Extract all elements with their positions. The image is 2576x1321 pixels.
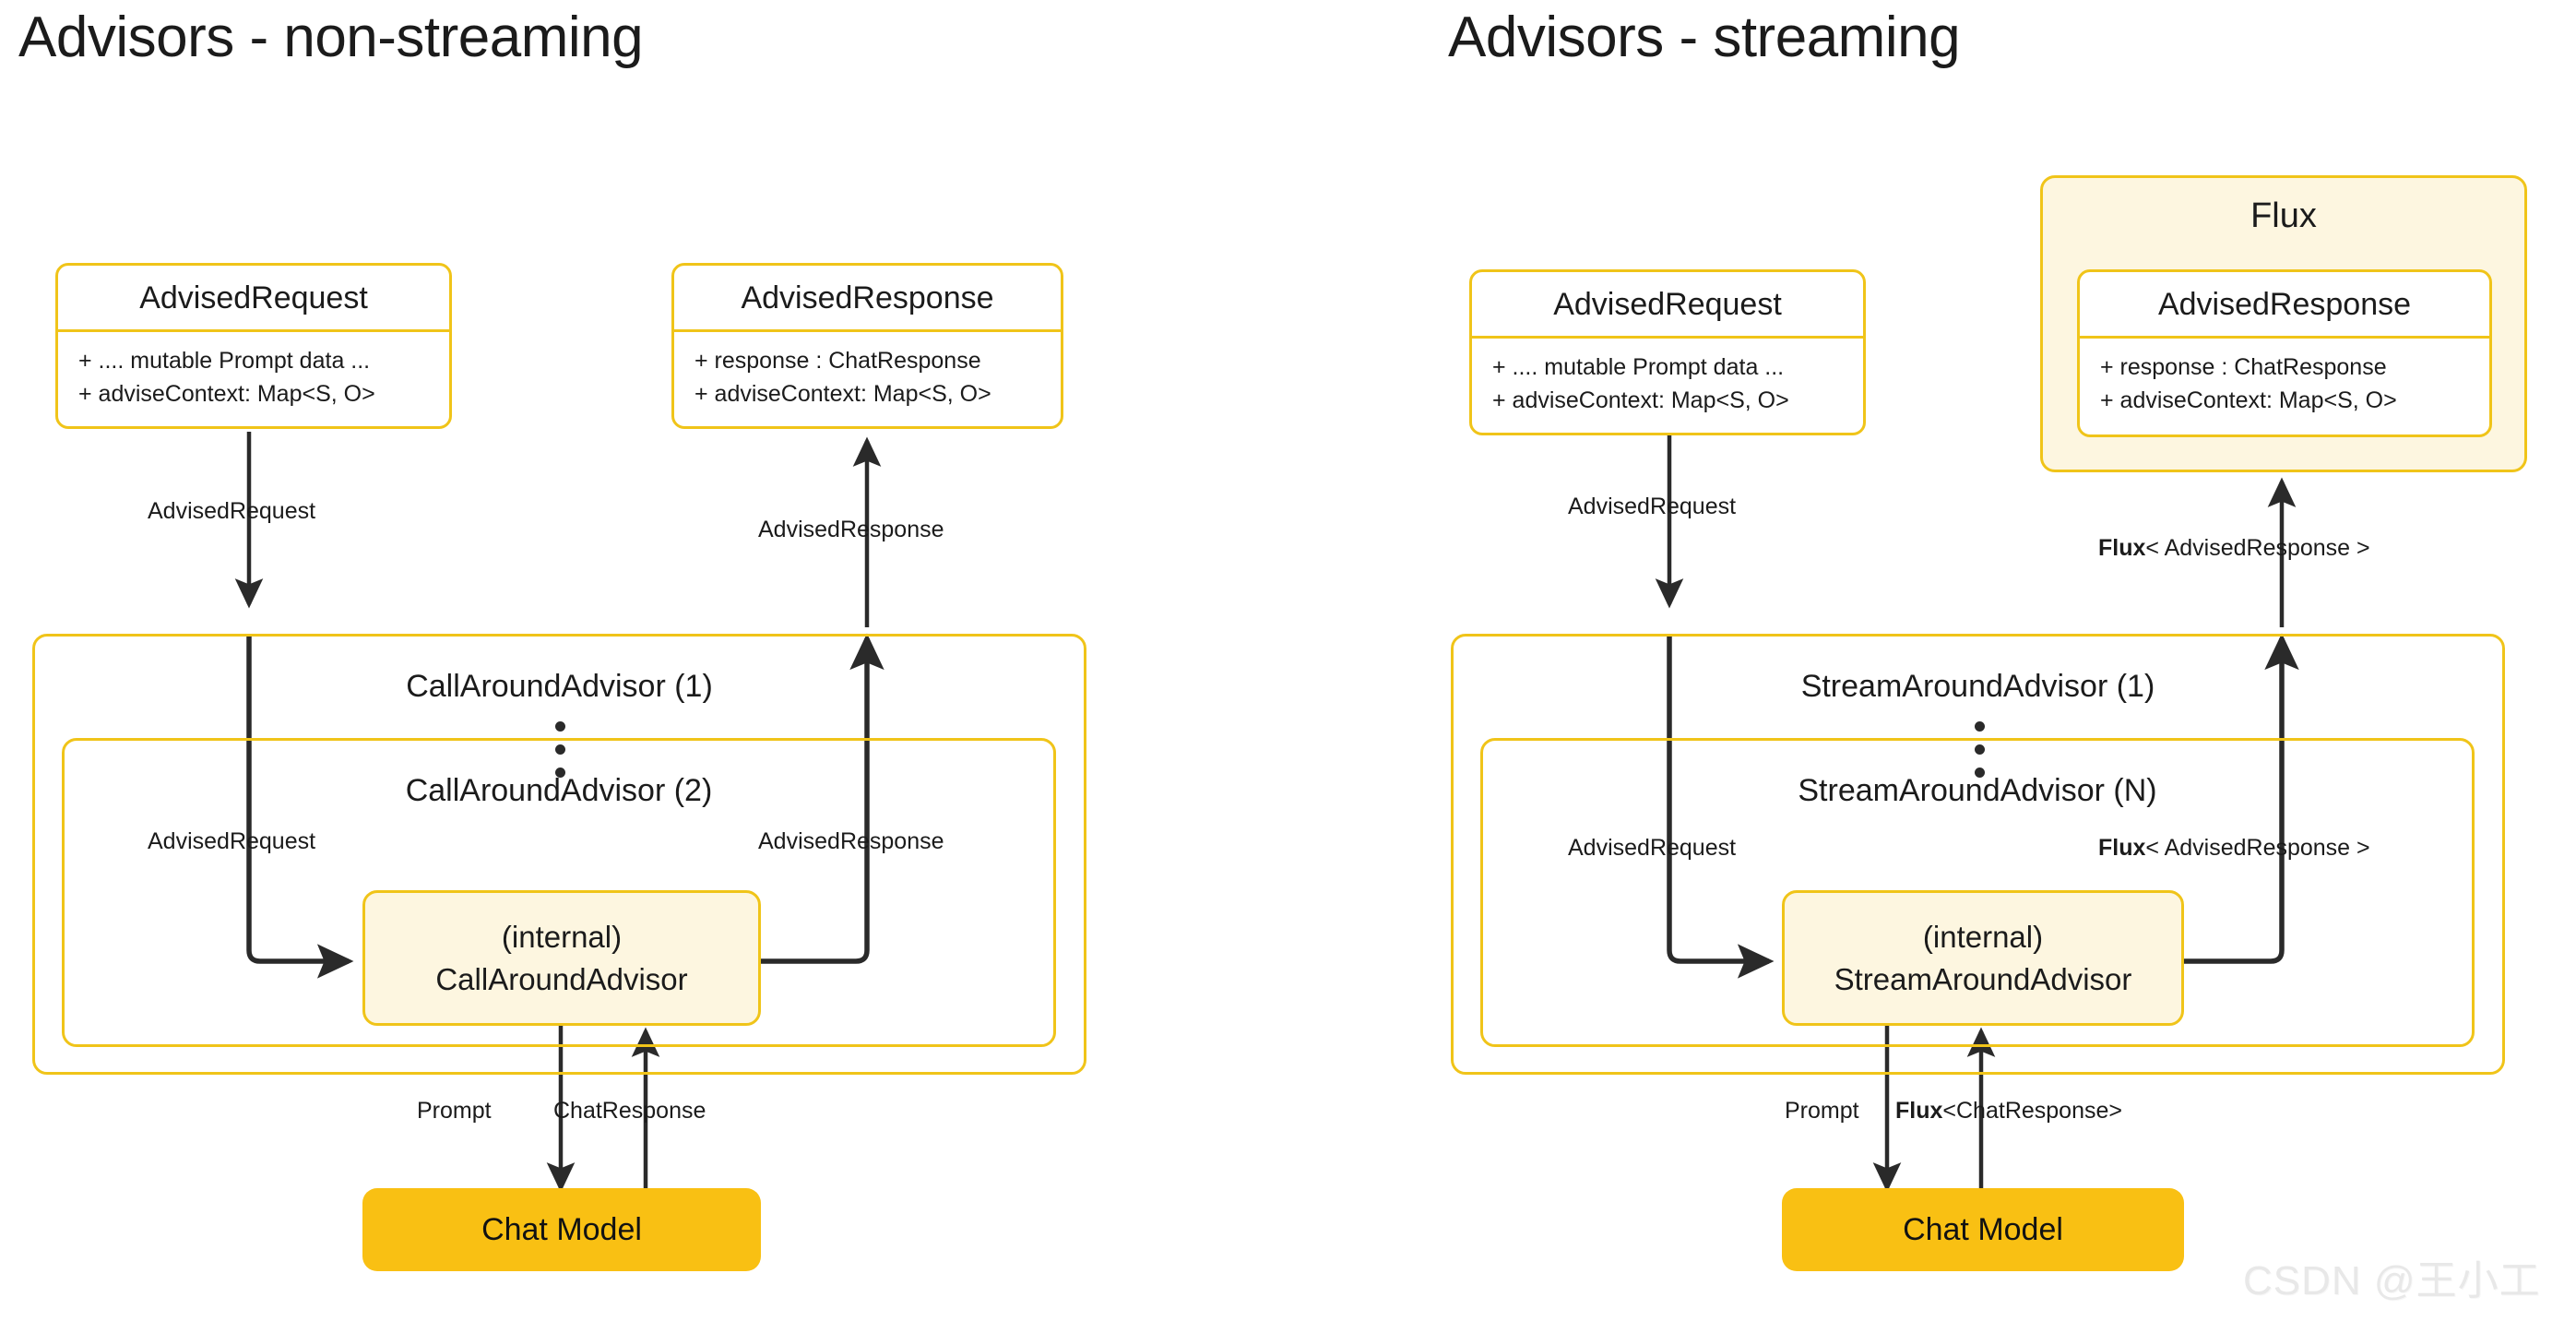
stream-around-advisor-chain-outer <box>1451 634 2505 1075</box>
advised-response-attrs-left: + response : ChatResponse + adviseContex… <box>674 332 1061 422</box>
internal-box-line2: CallAroundAdvisor <box>435 961 688 996</box>
panel-title-non-streaming: Advisors - non-streaming <box>18 6 644 69</box>
advised-response-title-right: AdvisedResponse <box>2080 272 2489 339</box>
call-around-advisor-1-label: CallAroundAdvisor (1) <box>406 669 713 704</box>
panel-title-streaming: Advisors - streaming <box>1448 6 1961 69</box>
attr-line: + response : ChatResponse <box>694 348 981 374</box>
attr-line: + adviseContext: Map<S, O> <box>1492 387 1789 413</box>
call-around-advisor-2-label: CallAroundAdvisor (2) <box>405 773 713 808</box>
internal-box-line1: (internal) <box>501 919 623 954</box>
flux-label: Flux <box>2250 196 2317 235</box>
edge-label-top-request-left: AdvisedRequest <box>148 498 316 524</box>
stream-around-advisor-chain-inner <box>1480 738 2475 1047</box>
advised-request-title-left: AdvisedRequest <box>58 266 449 332</box>
edge-label-flux-chatresponse-right: Flux<ChatResponse> <box>1895 1098 2122 1125</box>
flux-generic: < AdvisedResponse > <box>2145 835 2370 861</box>
edge-label-chatresponse-left: ChatResponse <box>553 1098 706 1124</box>
edge-label-inner-response-right: Flux< AdvisedResponse > <box>2098 835 2370 862</box>
edge-label-prompt-left: Prompt <box>417 1098 492 1124</box>
advised-response-attrs-right: + response : ChatResponse + adviseContex… <box>2080 339 2489 428</box>
attr-line: + adviseContext: Map<S, O> <box>2100 387 2397 413</box>
stream-around-advisor-1-label: StreamAroundAdvisor (1) <box>1800 669 2155 704</box>
internal-box-line1: (internal) <box>1922 919 2044 954</box>
attr-line: + .... mutable Prompt data ... <box>78 348 371 374</box>
flux-generic: < AdvisedResponse > <box>2145 535 2370 561</box>
flux-keyword: Flux <box>2098 835 2146 861</box>
edge-label-inner-request-left: AdvisedRequest <box>148 828 316 854</box>
edge-label-top-response-right: Flux< AdvisedResponse > <box>2098 535 2370 562</box>
advised-request-title-right: AdvisedRequest <box>1472 272 1863 339</box>
internal-stream-around-advisor-box: (internal) StreamAroundAdvisor <box>1782 890 2184 1026</box>
attr-line: + adviseContext: Map<S, O> <box>78 380 375 407</box>
flux-keyword: Flux <box>1895 1098 1943 1124</box>
flux-generic: <ChatResponse> <box>1942 1098 2122 1124</box>
attr-line: + adviseContext: Map<S, O> <box>694 380 991 407</box>
advised-response-title-left: AdvisedResponse <box>674 266 1061 332</box>
advised-response-box-right: AdvisedResponse + response : ChatRespons… <box>2077 269 2492 437</box>
edge-label-prompt-right: Prompt <box>1785 1098 1859 1124</box>
advised-request-attrs-right: + .... mutable Prompt data ... + adviseC… <box>1472 339 1863 428</box>
chat-model-box-left[interactable]: Chat Model <box>362 1188 761 1271</box>
call-around-advisor-chain-inner <box>62 738 1056 1047</box>
vertical-ellipsis-left <box>553 721 566 778</box>
internal-box-line2: StreamAroundAdvisor <box>1834 961 2132 996</box>
edge-label-top-request-right: AdvisedRequest <box>1568 494 1737 519</box>
stream-around-advisor-n-label: StreamAroundAdvisor (N) <box>1798 773 2157 808</box>
attr-line: + .... mutable Prompt data ... <box>1492 354 1785 380</box>
advised-response-box-left: AdvisedResponse + response : ChatRespons… <box>671 263 1063 429</box>
advised-request-box-right: AdvisedRequest + .... mutable Prompt dat… <box>1469 269 1866 435</box>
edge-label-top-response-left: AdvisedResponse <box>758 517 944 542</box>
chat-model-label-right: Chat Model <box>1903 1211 2063 1247</box>
chat-model-label-left: Chat Model <box>481 1211 642 1247</box>
csdn-watermark: CSDN @王小工 <box>2243 1258 2541 1303</box>
chat-model-box-right[interactable]: Chat Model <box>1782 1188 2184 1271</box>
vertical-ellipsis-right <box>1973 721 1986 778</box>
flux-keyword: Flux <box>2098 535 2146 561</box>
internal-call-around-advisor-box: (internal) CallAroundAdvisor <box>362 890 761 1026</box>
advised-request-box-left: AdvisedRequest + .... mutable Prompt dat… <box>55 263 452 429</box>
edge-label-inner-response-left: AdvisedResponse <box>758 828 944 854</box>
call-around-advisor-chain-outer <box>32 634 1086 1075</box>
advised-request-attrs-left: + .... mutable Prompt data ... + adviseC… <box>58 332 449 422</box>
attr-line: + response : ChatResponse <box>2100 354 2387 380</box>
edge-label-inner-request-right: AdvisedRequest <box>1568 835 1737 861</box>
